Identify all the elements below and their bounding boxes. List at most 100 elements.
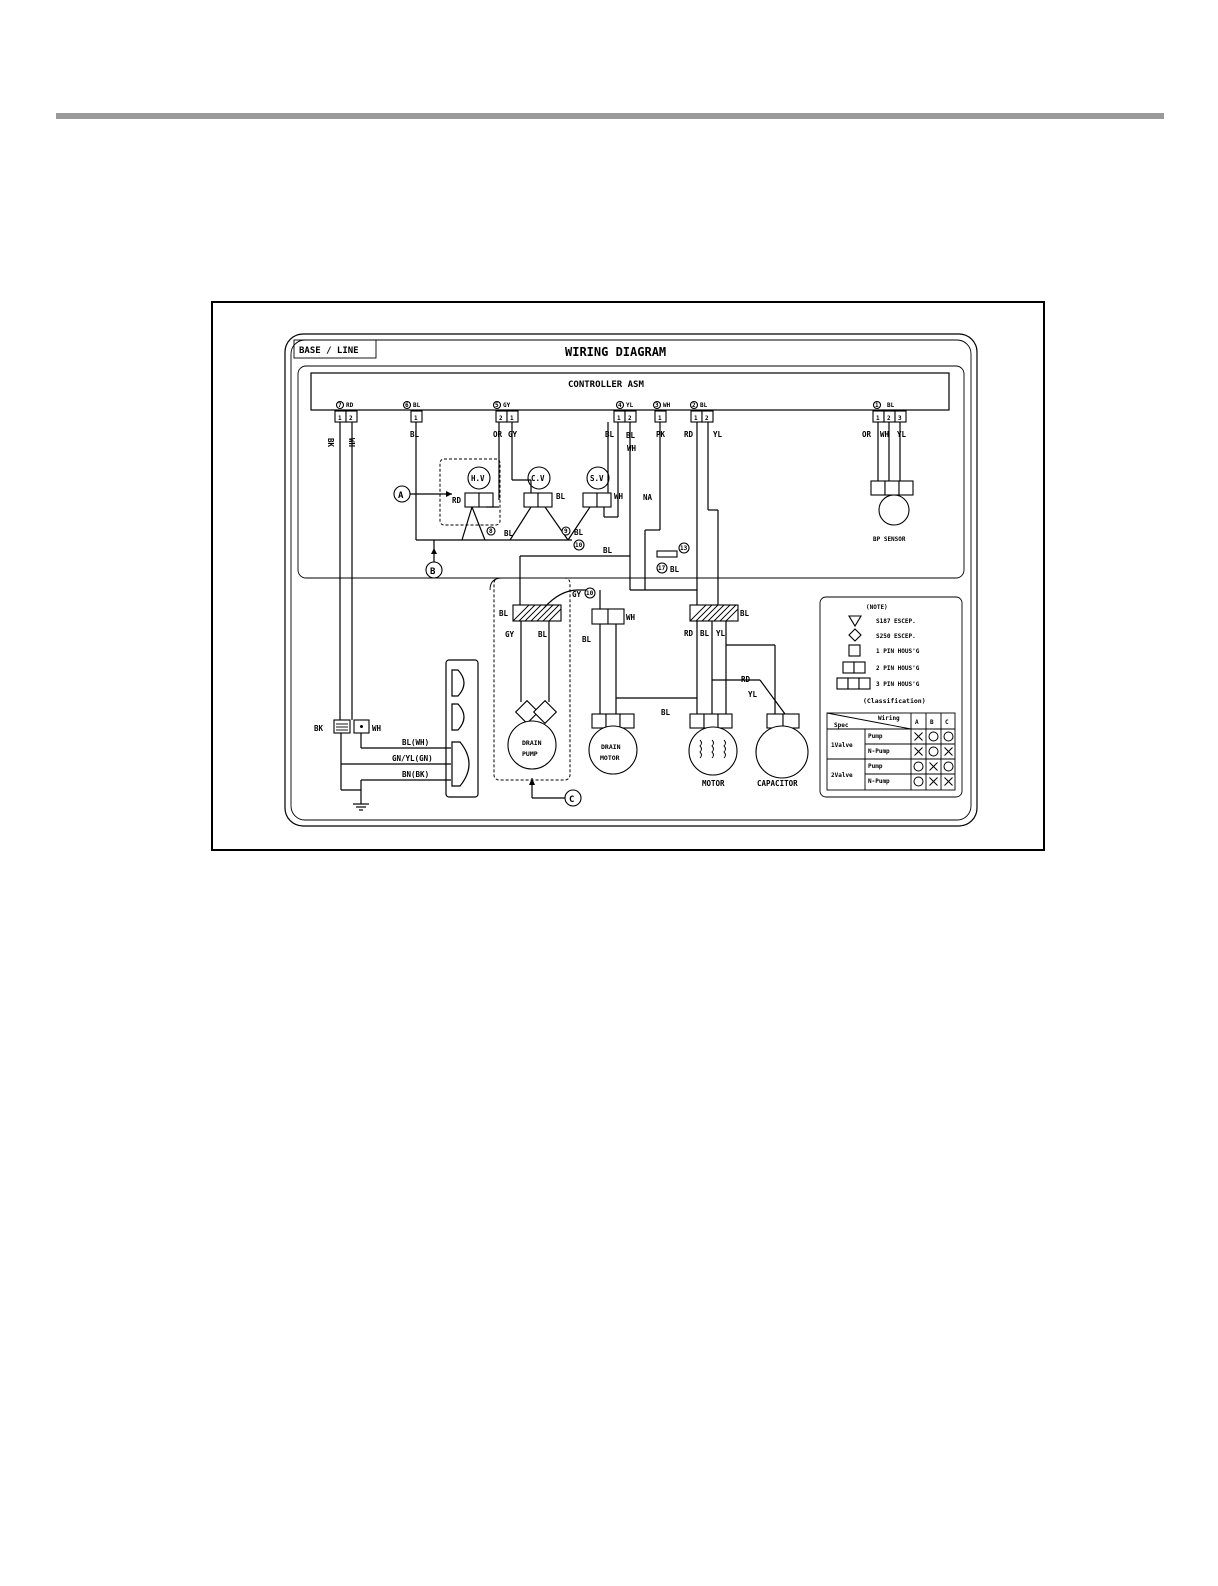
classification-table bbox=[826, 712, 956, 791]
table-header-wiring: Wiring bbox=[878, 715, 900, 722]
terminal-wh-label: WH bbox=[372, 724, 382, 733]
classification-title: (Classification) bbox=[863, 697, 926, 705]
connector-4-pin1-label: 1 bbox=[617, 415, 621, 422]
wire-label-c1-wh: WH bbox=[880, 430, 890, 439]
wire-label-c2-rd: RD bbox=[684, 430, 694, 439]
connector-1-color: BL bbox=[887, 402, 895, 409]
capacitor-label: CAPACITOR bbox=[757, 779, 798, 788]
connector-1-marker bbox=[872, 400, 882, 410]
wire-label-bl-wh: BL(WH) bbox=[402, 738, 429, 747]
connector-3-marker bbox=[652, 400, 662, 410]
connector-5-pin2-label: 2 bbox=[499, 415, 503, 422]
wire-label-mid-bl2: BL bbox=[574, 528, 584, 537]
connector-7-marker bbox=[335, 400, 345, 410]
wire-label-c1-yl: YL bbox=[897, 430, 907, 439]
marker-13: 13 bbox=[680, 545, 688, 552]
mark-x-icon bbox=[914, 732, 923, 741]
connector-3-num: 3 bbox=[655, 402, 659, 409]
connector-6-pin1-label: 1 bbox=[414, 415, 418, 422]
mark-x-icon bbox=[914, 747, 923, 756]
connector-2-color: BL bbox=[700, 402, 708, 409]
drain-pump-connector bbox=[512, 604, 562, 622]
drain-motor-label-1: DRAIN bbox=[601, 743, 621, 751]
wire-label-c2-yl: YL bbox=[713, 430, 723, 439]
marker-17: 17 bbox=[658, 565, 666, 572]
outer-border bbox=[284, 333, 978, 827]
sv-label: S.V bbox=[590, 474, 604, 483]
motor-label: MOTOR bbox=[702, 779, 725, 788]
dm-bl-label: BL bbox=[582, 635, 592, 644]
upper-region bbox=[297, 365, 965, 579]
connector-1-num: 1 bbox=[875, 402, 879, 409]
table-col-c: C bbox=[945, 719, 949, 726]
diagram-frame bbox=[211, 301, 1045, 851]
wire-label-c1-or: OR bbox=[862, 430, 872, 439]
note-item-4: 2 PIN HOUS'G bbox=[876, 665, 920, 672]
note-title: (NOTE) bbox=[866, 604, 888, 611]
connector-7-num: 7 bbox=[338, 402, 342, 409]
motor-yl-label: YL bbox=[716, 629, 726, 638]
connector-3-color: WH bbox=[663, 402, 671, 409]
bp-sensor bbox=[878, 494, 910, 526]
connector-4-pin2-label: 2 bbox=[628, 415, 632, 422]
dm-bl2-label: BL bbox=[661, 708, 671, 717]
hv-valve bbox=[467, 466, 491, 490]
bp-sensor-label: BP SENSOR bbox=[873, 536, 906, 543]
wire-label-fuse-bl: BL bbox=[670, 565, 680, 574]
wire-label-mid-bl3: BL bbox=[603, 546, 613, 555]
mark-o-icon bbox=[913, 761, 924, 772]
mark-x-icon bbox=[929, 762, 938, 771]
marker-b-label: B bbox=[430, 567, 436, 577]
base-line-box bbox=[293, 339, 377, 359]
drain-pump-label-2: PUMP bbox=[522, 750, 538, 758]
pin1-housing-icon bbox=[848, 644, 861, 657]
mark-o-icon bbox=[928, 746, 939, 757]
base-line-label: BASE / LINE bbox=[299, 346, 359, 356]
wire-label-c5-or: OR bbox=[493, 430, 503, 439]
marker-c-label: C bbox=[569, 795, 574, 805]
controller-label: CONTROLLER ASM bbox=[568, 380, 644, 390]
wire-label-mid-bl: BL bbox=[504, 529, 514, 538]
cap-rd-label: RD bbox=[741, 675, 751, 684]
wire-label-c6-bl: BL bbox=[410, 430, 420, 439]
dm-wh-label: WH bbox=[626, 613, 636, 622]
table-row-1-type: Pump bbox=[868, 733, 883, 740]
drain-pump bbox=[507, 720, 557, 770]
diagram-title: WIRING DIAGRAM bbox=[565, 345, 666, 359]
cap-yl-label: YL bbox=[748, 690, 758, 699]
hv-label: H.V bbox=[471, 474, 485, 483]
motor-bl-label: BL bbox=[740, 609, 750, 618]
table-header-spec: Spec bbox=[834, 722, 849, 729]
connector-1-pin2-label: 2 bbox=[887, 415, 891, 422]
connector-2-num: 2 bbox=[692, 402, 696, 409]
mark-x-icon bbox=[944, 777, 953, 786]
connector-7-pin1-label: 1 bbox=[338, 415, 342, 422]
escep-triangle-icon bbox=[848, 615, 862, 628]
connector-3-pin1-label: 1 bbox=[658, 415, 662, 422]
table-group-1: 1Valve bbox=[831, 742, 853, 749]
note-item-1: S187 ESCEP. bbox=[876, 618, 916, 625]
table-col-a: A bbox=[915, 719, 919, 726]
connector-4-marker bbox=[615, 400, 625, 410]
marker-10: 10 bbox=[575, 542, 583, 549]
wire-label-c4-bl2: BL bbox=[626, 431, 636, 440]
marker-10b: 10 bbox=[586, 590, 594, 597]
connector-2-marker bbox=[689, 400, 699, 410]
connector-4-color: YL bbox=[626, 402, 634, 409]
marker-8: 8 bbox=[489, 528, 493, 535]
table-row-4-type: N-Pump bbox=[868, 778, 890, 785]
connector-4-num: 4 bbox=[618, 402, 622, 409]
connector-7-pin2-label: 2 bbox=[349, 415, 353, 422]
note-item-3: 1 PIN HOUS'G bbox=[876, 648, 920, 655]
mark-o-icon bbox=[913, 776, 924, 787]
drain-motor-label-2: MOTOR bbox=[600, 754, 620, 762]
marker-9: 9 bbox=[564, 528, 568, 535]
mark-x-icon bbox=[944, 747, 953, 756]
connector-2-pin1-label: 1 bbox=[694, 415, 698, 422]
wire-label-wh: WH bbox=[347, 438, 356, 448]
connector-5-color: GY bbox=[503, 402, 511, 409]
terminal-bk bbox=[333, 719, 351, 734]
cv-bl-label: BL bbox=[556, 492, 566, 501]
mark-o-icon bbox=[943, 761, 954, 772]
